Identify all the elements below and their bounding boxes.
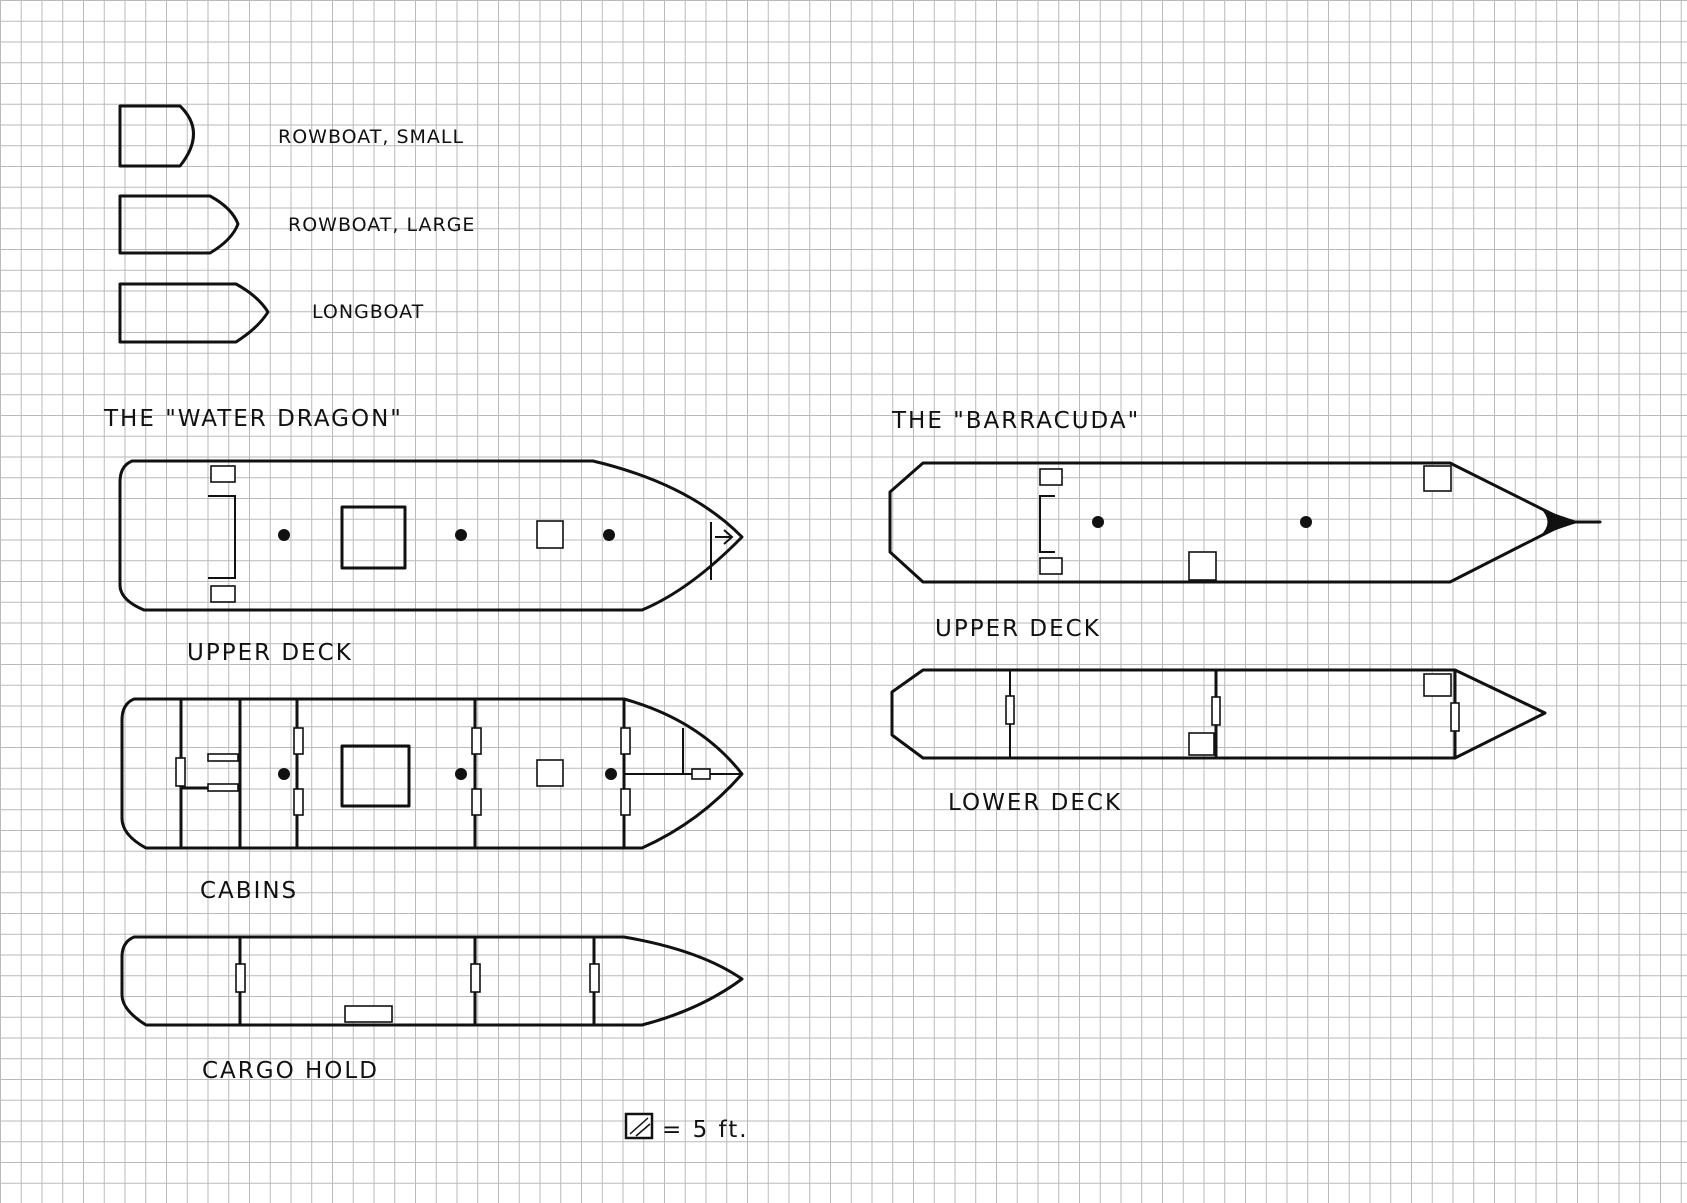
scale-label: = 5 ft.: [662, 1117, 749, 1143]
mast-icon: [1300, 516, 1312, 528]
stairs-icon: [1039, 557, 1063, 575]
mast-icon: [1092, 516, 1104, 528]
stairs-icon: [210, 465, 236, 483]
rowboat-small-icon: [118, 104, 195, 168]
arrow-icon: [715, 529, 734, 545]
deck-label-bc-upper: UPPER DECK: [935, 616, 1101, 642]
deck-label-wd-cabins: CABINS: [200, 878, 298, 904]
legend-label-rowboat-large: ROWBOAT, LARGE: [288, 214, 475, 236]
ship-title-barracuda: THE "BARRACUDA": [891, 408, 1140, 434]
water-dragon-cargo-hold: [120, 935, 744, 1027]
legend: ROWBOAT, SMALL ROWBOAT, LARGE LONGBOAT: [118, 104, 475, 344]
stairs-icon: [1423, 465, 1452, 492]
deck-label-wd-cargo: CARGO HOLD: [202, 1058, 379, 1084]
stairs-icon: [1188, 551, 1217, 581]
stairs-icon: [1039, 468, 1063, 486]
barracuda-upper-deck: [888, 461, 1602, 584]
stairs-icon: [1423, 673, 1452, 697]
mast-icon: [455, 768, 467, 780]
scale-key: = 5 ft.: [624, 1112, 749, 1143]
legend-label-longboat: LONGBOAT: [312, 301, 424, 323]
deck-label-bc-lower: LOWER DECK: [948, 790, 1122, 816]
stairs-icon: [344, 1005, 393, 1023]
water-dragon-upper-deck: [118, 459, 744, 612]
rowboat-large-icon: [118, 194, 240, 255]
stairs-icon: [210, 585, 236, 603]
bowsprit-icon: [1540, 508, 1580, 536]
barracuda-lower-deck: [890, 668, 1547, 760]
mast-icon: [455, 529, 467, 541]
stairs-icon: [536, 520, 564, 549]
mast-icon: [278, 529, 290, 541]
stairs-icon: [536, 759, 564, 787]
ship-title-water-dragon: THE "WATER DRAGON": [103, 406, 403, 432]
stairs-icon: [1188, 732, 1215, 756]
longboat-icon: [118, 282, 270, 344]
legend-label-rowboat-small: ROWBOAT, SMALL: [278, 126, 464, 148]
mast-icon: [603, 529, 615, 541]
hatch-grate-icon: [340, 744, 411, 808]
mast-icon: [605, 768, 617, 780]
mast-icon: [278, 768, 290, 780]
water-dragon-cabins: [120, 697, 744, 850]
hatch-grate-icon: [340, 505, 407, 570]
deck-label-wd-upper: UPPER DECK: [187, 640, 353, 666]
